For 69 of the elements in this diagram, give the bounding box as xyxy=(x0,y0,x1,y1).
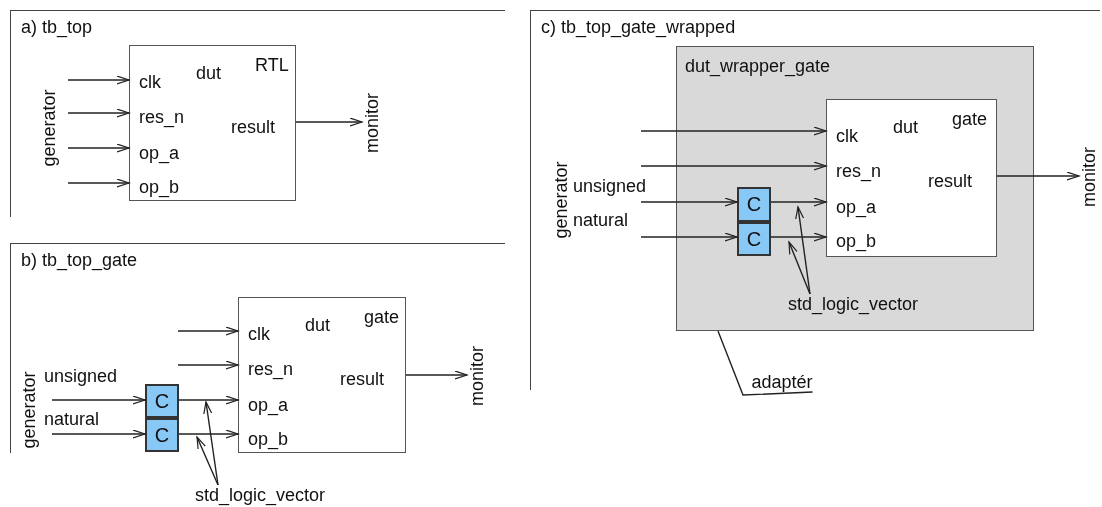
arrow xyxy=(51,429,146,439)
block-type-tag: gate xyxy=(364,307,400,327)
block-type-tag: gate xyxy=(952,109,988,129)
arrow xyxy=(640,232,738,242)
arrow xyxy=(67,178,130,188)
port-label: op_b xyxy=(836,231,877,251)
converter-box: C xyxy=(145,418,179,452)
generator-label: generator xyxy=(550,161,571,239)
arrow xyxy=(405,370,468,380)
arrow xyxy=(67,75,130,85)
arrow xyxy=(295,117,363,127)
port-label: op_a xyxy=(836,197,877,217)
arrow xyxy=(177,326,239,336)
testbench-panel xyxy=(10,243,505,453)
arrow xyxy=(51,395,146,405)
arrow xyxy=(196,436,219,486)
port-label: result xyxy=(231,117,275,137)
arrow xyxy=(770,197,827,207)
port-label: clk xyxy=(139,72,161,92)
arrow xyxy=(177,360,239,370)
arrow xyxy=(788,241,811,295)
port-label: op_b xyxy=(139,177,180,197)
arrow xyxy=(640,197,738,207)
leader-line xyxy=(717,330,814,396)
arrow xyxy=(178,395,239,405)
arrow xyxy=(770,232,827,242)
testbench-panel xyxy=(10,10,505,217)
arrow xyxy=(640,126,827,136)
arrow xyxy=(640,161,827,171)
port-label: res_n xyxy=(248,359,294,379)
edge-label: unsigned xyxy=(44,366,118,386)
port-label: result xyxy=(928,171,972,191)
annotation-label: std_logic_vector xyxy=(788,294,919,314)
block-name: dut xyxy=(893,117,919,137)
block-name: dut xyxy=(305,315,331,335)
panel-title: a) tb_top xyxy=(21,17,93,37)
port-label: op_a xyxy=(248,395,289,415)
dut-block xyxy=(238,297,406,453)
wrapper-block xyxy=(676,46,1034,331)
port-label: res_n xyxy=(836,161,882,181)
testbench-panel xyxy=(530,10,1100,390)
monitor-label: monitor xyxy=(1079,147,1099,207)
edge-label: unsigned xyxy=(573,176,647,196)
annotation-label: std_logic_vector xyxy=(195,485,326,505)
converter-box: C xyxy=(737,187,771,222)
dut-block xyxy=(826,99,997,257)
dut-block xyxy=(129,45,296,201)
converter-box: C xyxy=(737,222,771,256)
panel-title: b) tb_top_gate xyxy=(21,250,138,270)
arrow xyxy=(67,108,130,118)
block-type-tag: RTL xyxy=(255,55,289,75)
monitor-label: monitor xyxy=(467,346,487,406)
block-name: dut xyxy=(196,63,222,83)
port-label: result xyxy=(340,369,384,389)
port-label: op_b xyxy=(248,429,289,449)
block-name: dut_wrapper_gate xyxy=(685,56,831,76)
arrow xyxy=(178,429,239,439)
monitor-label: monitor xyxy=(362,93,382,153)
arrow xyxy=(996,171,1080,181)
port-label: clk xyxy=(248,324,270,344)
annotation-label: adaptér xyxy=(751,372,813,392)
arrow xyxy=(67,143,130,153)
generator-label: generator xyxy=(18,371,39,449)
converter-box: C xyxy=(145,384,179,418)
panel-title: c) tb_top_gate_wrapped xyxy=(541,17,736,37)
port-label: res_n xyxy=(139,107,185,127)
port-label: op_a xyxy=(139,143,180,163)
generator-label: generator xyxy=(38,89,59,167)
port-label: clk xyxy=(836,126,858,146)
